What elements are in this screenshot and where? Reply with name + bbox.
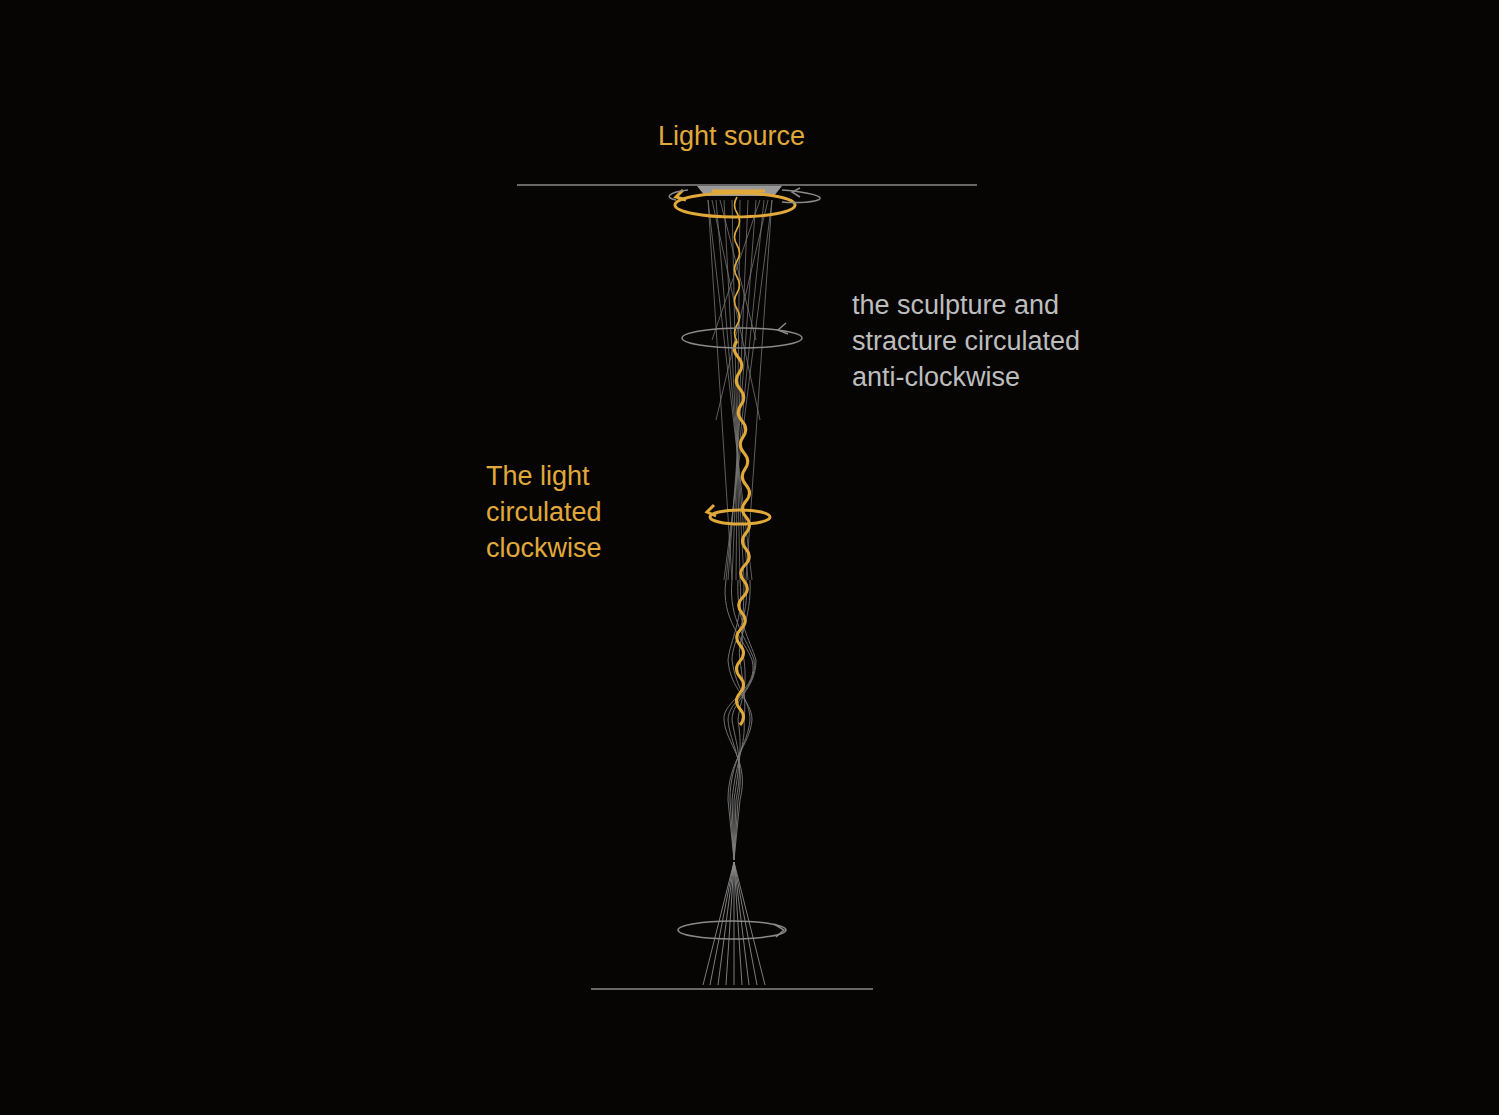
light-source-label: Light source bbox=[658, 118, 898, 154]
structure-rotation-note: the sculpture and stracture circulated a… bbox=[852, 287, 1137, 395]
light-rotation-note: The light circulated clockwise bbox=[486, 458, 641, 566]
